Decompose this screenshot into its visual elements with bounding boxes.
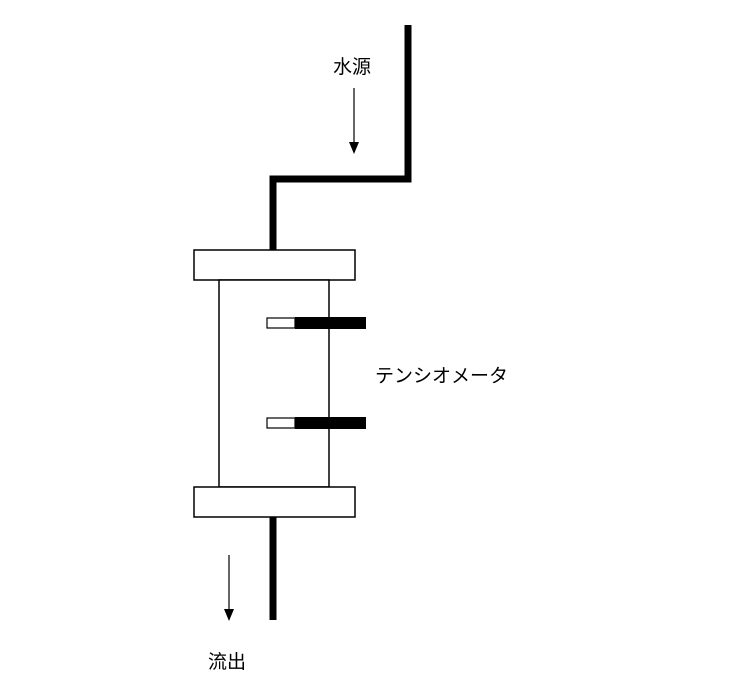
inlet-pipe [269, 25, 412, 250]
soil-column [218, 279, 330, 488]
tensiometer-label: テンシオメータ [375, 365, 508, 387]
tensiometer-upper-body [295, 317, 366, 329]
tensiometer-lower [266, 417, 366, 429]
water-source-label: 水源 [333, 56, 371, 78]
tensiometer-lower-tip [266, 417, 296, 429]
tensiometer-upper-tip [266, 317, 296, 329]
bottom-cap [193, 486, 356, 518]
tensiometer-lower-body [295, 417, 366, 429]
inflow-arrow [349, 88, 359, 154]
tensiometer-upper [266, 317, 366, 329]
top-cap [193, 249, 356, 281]
outflow-arrow [224, 555, 234, 621]
outflow-label: 流出 [208, 651, 246, 673]
